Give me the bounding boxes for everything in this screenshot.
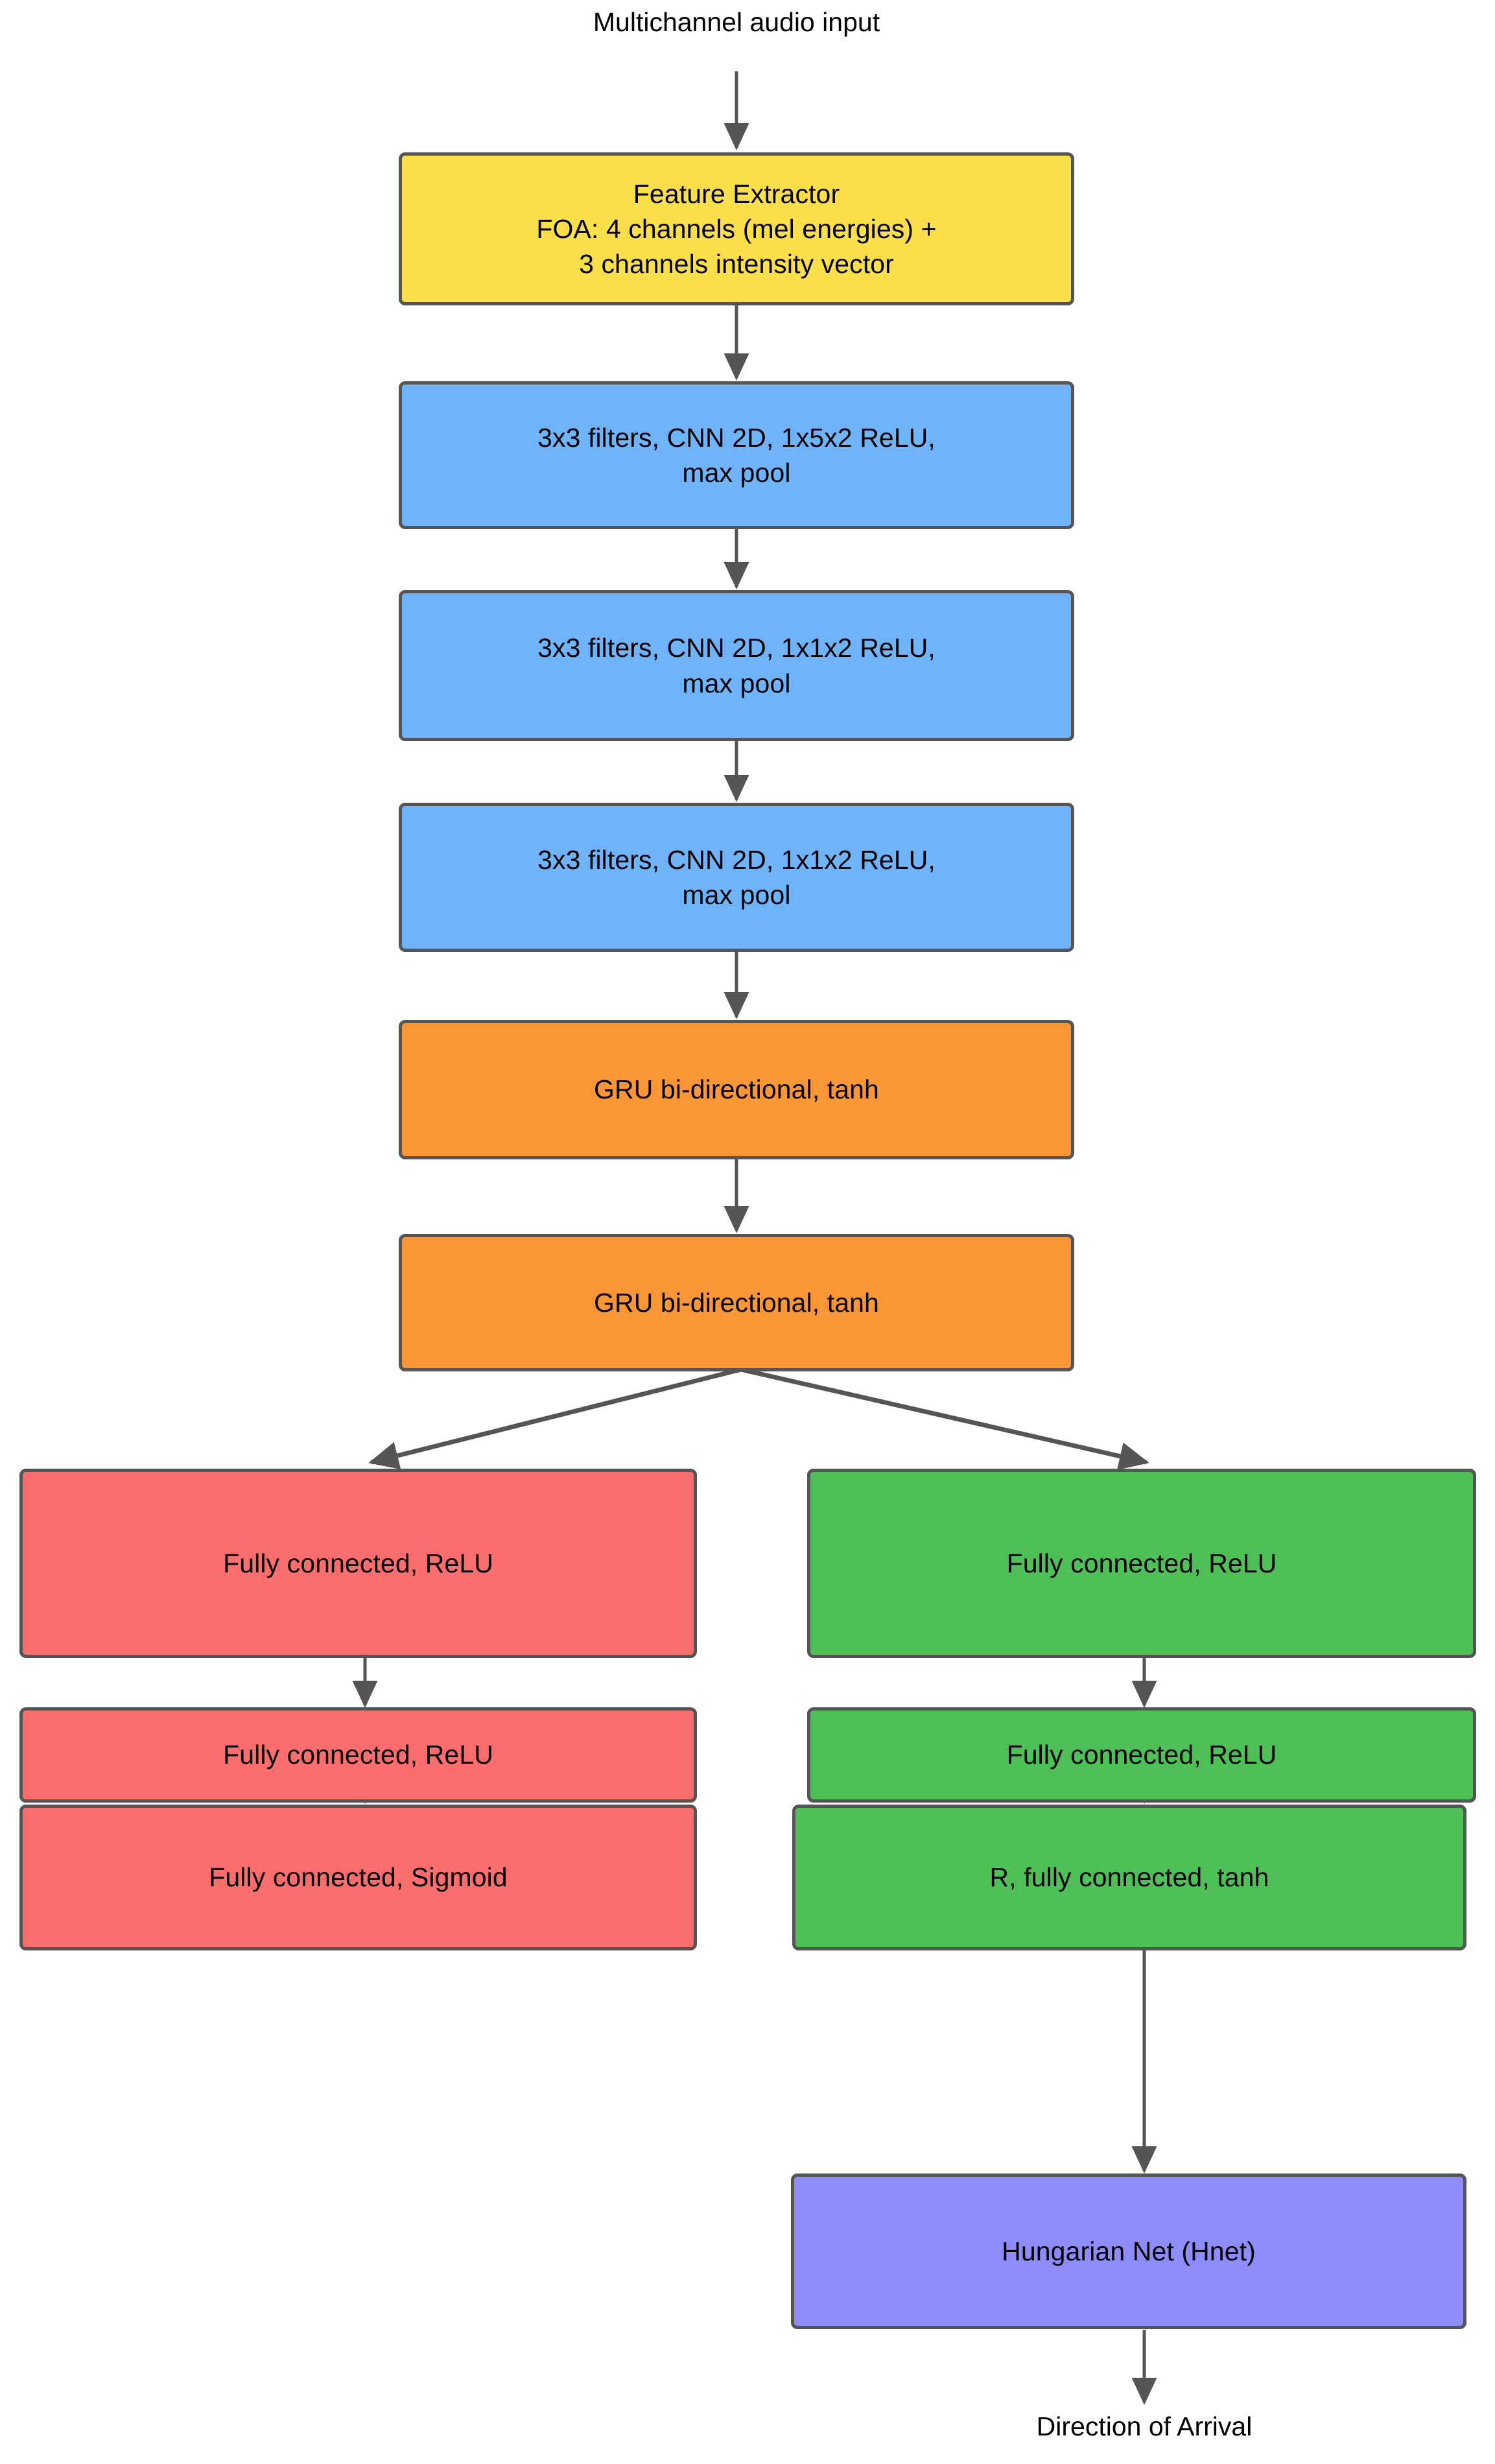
node-feature-extractor[interactable]: Feature Extractor FOA: 4 channels (mel e… bbox=[399, 152, 1074, 305]
node-cnn-block-2[interactable]: 3x3 filters, CNN 2D, 1x1x2 ReLU, max poo… bbox=[399, 590, 1074, 741]
node-doa-fc-1[interactable]: Fully connected, ReLU bbox=[807, 1469, 1476, 1658]
output-caption: Direction of Arrival bbox=[1036, 2411, 1253, 2441]
node-sed-fc-1[interactable]: Fully connected, ReLU bbox=[19, 1469, 697, 1658]
node-doa-fc-2[interactable]: Fully connected, ReLU bbox=[807, 1707, 1476, 1803]
node-sed-fc-2[interactable]: Fully connected, ReLU bbox=[19, 1707, 697, 1803]
node-cnn-block-3[interactable]: 3x3 filters, CNN 2D, 1x1x2 ReLU, max poo… bbox=[399, 803, 1074, 952]
node-sed-output[interactable]: Fully connected, Sigmoid bbox=[19, 1805, 697, 1950]
node-gru-block-2[interactable]: GRU bi-directional, tanh bbox=[399, 1234, 1074, 1371]
node-cnn-block-1[interactable]: 3x3 filters, CNN 2D, 1x5x2 ReLU, max poo… bbox=[399, 381, 1074, 529]
node-doa-output[interactable]: R, fully connected, tanh bbox=[792, 1805, 1466, 1950]
edge-gru2-to-sed-branch bbox=[368, 1367, 742, 1469]
node-gru-block-1[interactable]: GRU bi-directional, tanh bbox=[399, 1020, 1074, 1159]
node-hungarian-net[interactable]: Hungarian Net (Hnet) bbox=[791, 2174, 1466, 2329]
input-caption: Multichannel audio input bbox=[593, 7, 880, 37]
edge-gru2-to-doa-branch bbox=[740, 1367, 1149, 1470]
